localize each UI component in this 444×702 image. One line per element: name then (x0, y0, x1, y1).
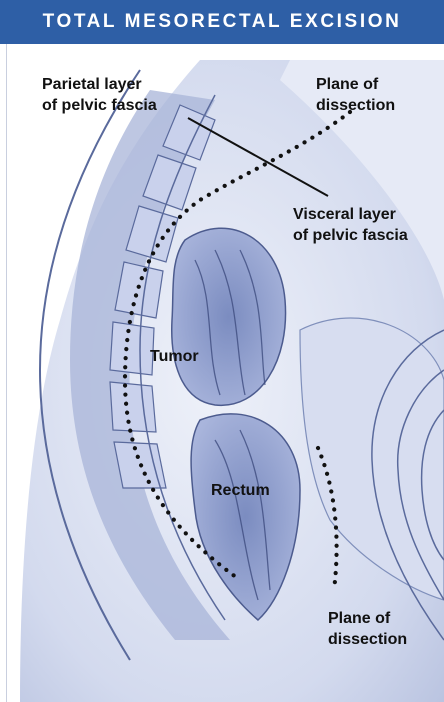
label-visceral-layer: Visceral layer of pelvic fascia (293, 204, 408, 246)
label-plane-bottom-line2: dissection (328, 629, 407, 650)
title-banner: TOTAL MESORECTAL EXCISION (0, 0, 444, 44)
label-rectum: Rectum (211, 480, 270, 501)
title: TOTAL MESORECTAL EXCISION (43, 11, 402, 33)
label-plane-top: Plane of dissection (316, 74, 395, 116)
label-tumor: Tumor (150, 346, 199, 367)
label-parietal-line2: of pelvic fascia (42, 95, 157, 116)
label-visceral-line1: Visceral layer (293, 204, 408, 225)
pelvis-illustration (0, 44, 444, 702)
label-plane-bottom-line1: Plane of (328, 608, 407, 629)
label-plane-top-line2: dissection (316, 95, 395, 116)
label-plane-top-line1: Plane of (316, 74, 395, 95)
label-visceral-line2: of pelvic fascia (293, 225, 408, 246)
label-parietal-line1: Parietal layer (42, 74, 157, 95)
label-parietal-layer: Parietal layer of pelvic fascia (42, 74, 157, 116)
label-plane-bottom: Plane of dissection (328, 608, 407, 650)
